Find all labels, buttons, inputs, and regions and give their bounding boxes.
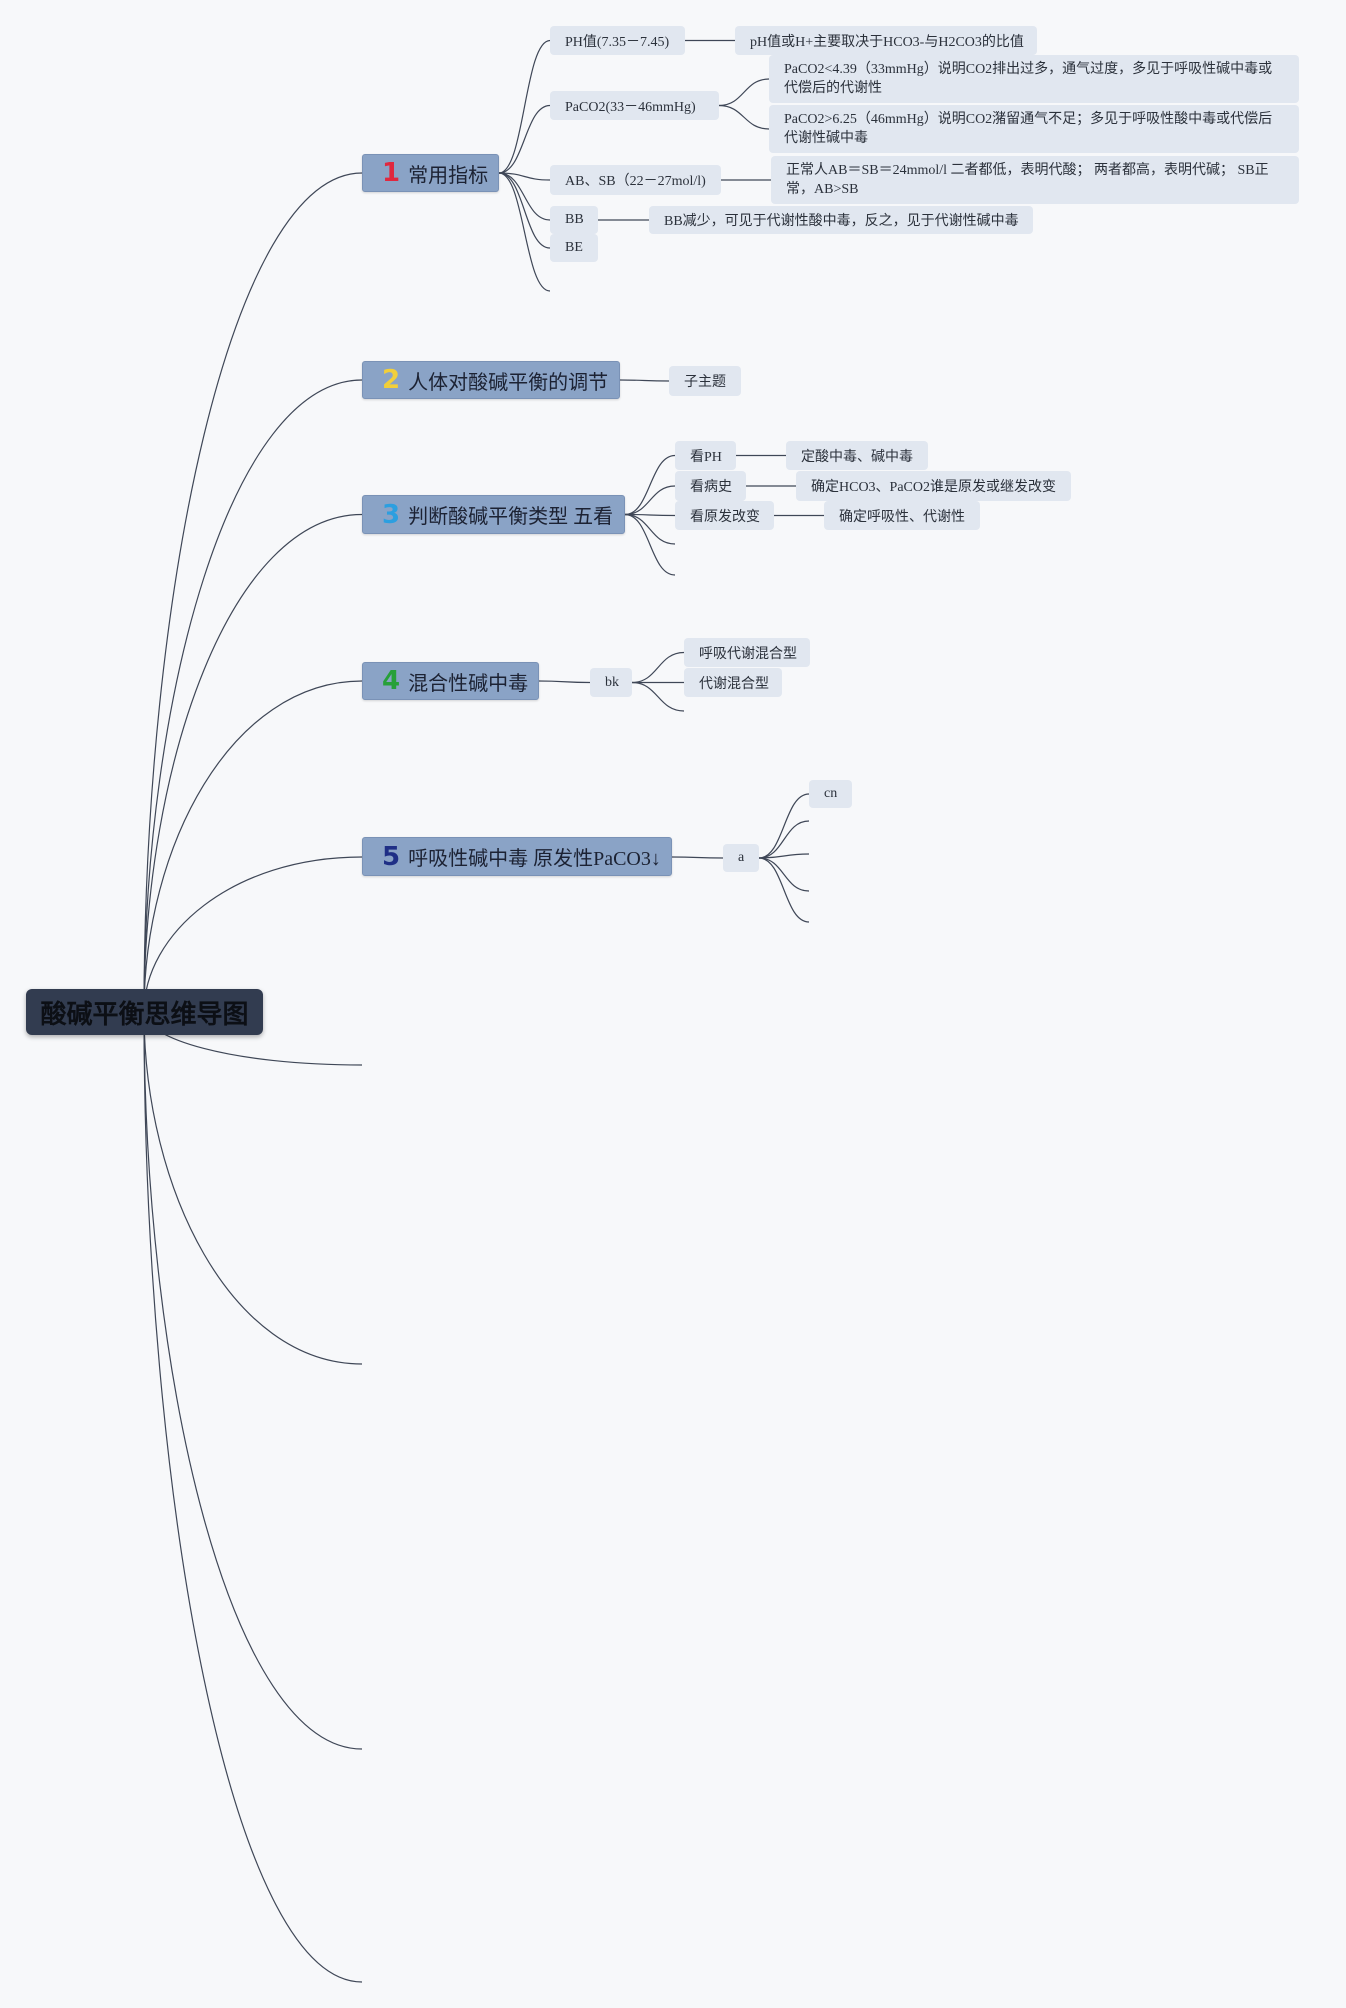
subtopic-be[interactable]: BE <box>550 234 598 262</box>
detail-label: PaCO2<4.39（33mmHg）说明CO2排出过多，通气过度，多见于呼吸性碱… <box>784 62 1273 96</box>
connector-line <box>624 513 676 576</box>
detail-label: 代谢混合型 <box>699 676 769 692</box>
subtopic-label: 子主题 <box>684 375 726 390</box>
subtopic-label: bk <box>605 674 619 690</box>
topic-number-4: 4 <box>382 666 401 696</box>
main-topic-label: 人体对酸碱平衡的调节 <box>408 371 609 394</box>
main-topic-3[interactable]: 3 判断酸碱平衡类型 五看 <box>362 495 625 534</box>
connector-line <box>498 172 551 181</box>
detail-paco2-low[interactable]: PaCO2<4.39（33mmHg）说明CO2排出过多，通气过度，多见于呼吸性碱… <box>769 55 1299 103</box>
connector-line <box>498 172 551 292</box>
subtopic-a[interactable]: a <box>723 844 759 872</box>
subtopic-check-primary[interactable]: 看原发改变 <box>675 501 774 530</box>
connector-line <box>758 793 810 859</box>
detail-label: PaCO2>6.25（46mmHg）说明CO2潴留通气不足；多见于呼吸性酸中毒或… <box>784 112 1273 146</box>
connector-line <box>498 39 551 174</box>
connector-line <box>619 379 670 382</box>
subtopic-label: PaCO2(33－46mmHg) <box>565 99 696 115</box>
connector-line <box>631 651 685 684</box>
connector-line <box>143 680 363 1013</box>
detail-paco2-high[interactable]: PaCO2>6.25（46mmHg）说明CO2潴留通气不足；多见于呼吸性酸中毒或… <box>769 105 1299 153</box>
subtopic-bb[interactable]: BB <box>550 206 598 234</box>
subtopic-bk[interactable]: bk <box>590 668 632 697</box>
detail-bb[interactable]: BB减少，可见于代谢性酸中毒，反之，见于代谢性碱中毒 <box>649 206 1033 234</box>
subtopic-label: 看病史 <box>690 480 732 495</box>
connector-line <box>624 485 676 516</box>
connector-line <box>143 1011 363 1365</box>
subtopic-label: a <box>738 850 745 865</box>
subtopic-label: 看PH <box>690 449 722 465</box>
connector-line <box>624 513 676 545</box>
main-topic-5[interactable]: 5 呼吸性碱中毒 原发性PaCO3↓ <box>362 837 672 876</box>
connector-line <box>758 857 810 923</box>
detail-mixed-resp-metabolic[interactable]: 呼吸代谢混合型 <box>684 638 810 667</box>
connector-line <box>631 681 685 712</box>
connector-line <box>498 172 551 249</box>
detail-ab-sb[interactable]: 正常人AB＝SB＝24mmol/l 二者都低，表明代酸； 两者都高，表明代碱； … <box>771 156 1299 204</box>
detail-label: 定酸中毒、碱中毒 <box>801 449 913 465</box>
central-topic-label: 酸碱平衡思维导图 <box>40 998 249 1029</box>
connector-line <box>498 172 551 221</box>
detail-label: 确定HCO3、PaCO2谁是原发或继发改变 <box>811 480 1057 495</box>
subtopic-label: BB <box>565 212 584 227</box>
detail-label: pH值或H+主要取决于HCO3-与H2CO3的比值 <box>750 34 1024 50</box>
detail-check-primary[interactable]: 确定呼吸性、代谢性 <box>824 501 980 530</box>
detail-ph[interactable]: pH值或H+主要取决于HCO3-与H2CO3的比值 <box>735 26 1037 55</box>
main-topic-label: 呼吸性碱中毒 原发性PaCO3↓ <box>408 848 661 870</box>
connector-line <box>758 857 810 892</box>
subtopic-label: PH值(7.35－7.45) <box>565 34 670 50</box>
central-topic[interactable]: 酸碱平衡思维导图 <box>26 989 263 1035</box>
topic-number-3: 3 <box>382 499 401 530</box>
detail-label: 确定呼吸性、代谢性 <box>839 509 965 525</box>
subtopic-label: BE <box>565 240 583 255</box>
main-topic-2[interactable]: 2 人体对酸碱平衡的调节 <box>362 361 620 399</box>
main-topic-4[interactable]: 4 混合性碱中毒 <box>362 662 539 700</box>
connector-line <box>143 856 363 1013</box>
connector-line <box>143 379 363 1013</box>
subtopic-label: AB、SB（22－27mol/l) <box>565 174 706 189</box>
connector-line <box>718 104 770 130</box>
subtopic-ph[interactable]: PH值(7.35－7.45) <box>550 26 685 55</box>
connector-line <box>143 513 363 1013</box>
topic-number-2: 2 <box>382 365 401 395</box>
detail-check-ph[interactable]: 定酸中毒、碱中毒 <box>786 441 928 470</box>
subtopic-ab-sb[interactable]: AB、SB（22－27mol/l) <box>550 165 721 195</box>
subtopic-label: 看原发改变 <box>690 509 760 525</box>
main-topic-label: 判断酸碱平衡类型 五看 <box>408 506 614 528</box>
detail-label: BB减少，可见于代谢性酸中毒，反之，见于代谢性碱中毒 <box>664 214 1019 229</box>
topic-number-1: 1 <box>382 158 401 188</box>
detail-mixed-metabolic[interactable]: 代谢混合型 <box>684 668 782 697</box>
topic-number-5: 5 <box>382 841 401 872</box>
subtopic-check-ph[interactable]: 看PH <box>675 441 736 470</box>
connector-line <box>498 104 551 174</box>
detail-cn[interactable]: cn <box>809 780 852 808</box>
main-topic-label: 常用指标 <box>408 164 489 187</box>
connector-line <box>718 78 770 107</box>
connector-line <box>538 680 591 684</box>
main-topic-label: 混合性碱中毒 <box>408 672 529 695</box>
subtopic-paco2[interactable]: PaCO2(33－46mmHg) <box>550 91 719 120</box>
connector-line <box>758 853 810 859</box>
detail-label: cn <box>824 786 838 801</box>
connector-line <box>143 1011 363 1983</box>
detail-label: 呼吸代谢混合型 <box>699 646 797 662</box>
connector-line <box>143 172 363 1013</box>
detail-label: 正常人AB＝SB＝24mmol/l 二者都低，表明代酸； 两者都高，表明代碱； … <box>786 163 1269 197</box>
subtopic-placeholder[interactable]: 子主题 <box>669 366 741 396</box>
connector-line <box>758 820 810 859</box>
main-topic-1[interactable]: 1 常用指标 <box>362 154 499 192</box>
connector-line <box>143 1011 363 1750</box>
subtopic-check-history[interactable]: 看病史 <box>675 471 746 501</box>
connector-line <box>624 454 676 516</box>
detail-check-history[interactable]: 确定HCO3、PaCO2谁是原发或继发改变 <box>796 471 1071 501</box>
connector-line <box>671 856 724 859</box>
